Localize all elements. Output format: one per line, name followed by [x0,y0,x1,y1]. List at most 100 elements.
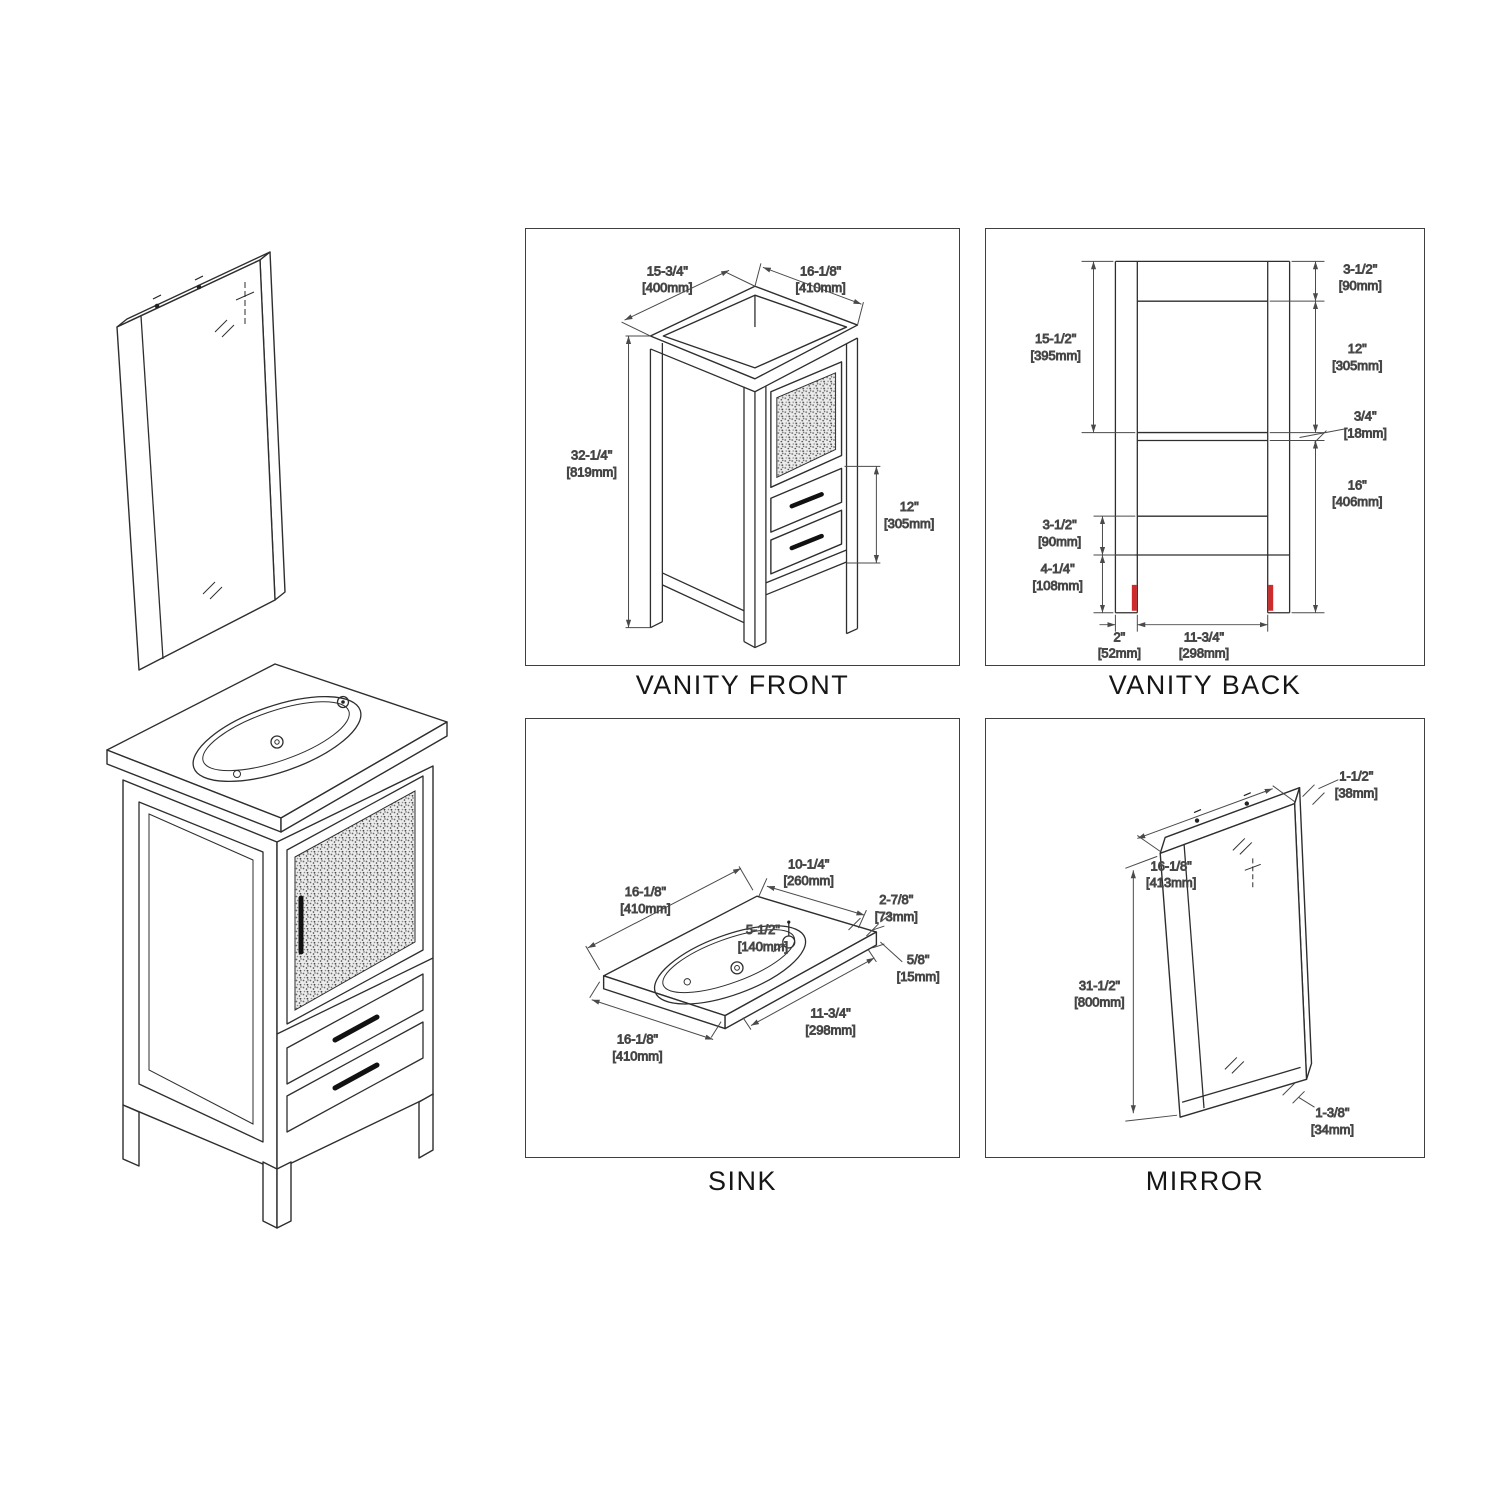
caption-sink: SINK [707,1166,778,1196]
dim-back-bottom-rail: 3-1/2" [90mm] [1038,515,1136,556]
dim-back-top-rail: 3-1/2" [90mm] [1269,261,1382,302]
drawer-handle [332,1014,380,1043]
faucet-pin-top [787,920,791,924]
dim-mirror-width: 16-1/8" [413mm] [1137,785,1295,891]
drain-hole [270,735,284,749]
dim-front-width-right: 16-1/8" [410mm] [754,263,864,326]
dim-back-upper-height: 15-1/2" [395mm] [1030,260,1136,434]
dim-mirror-frame: 1-3/8" [34mm] [1282,1082,1354,1138]
dim-text: 2" [1113,630,1125,645]
dim-back-foot-height: 4-1/4" [108mm] [1032,555,1114,614]
dim-text: [305mm] [884,516,934,531]
dim-sink-faucet-center: 5-1/2" [140mm] [737,922,788,955]
drawer-handle [332,1062,380,1091]
dim-text: [410mm] [795,280,845,295]
dim-sink-depth: 10-1/4" [260mm] [758,856,867,929]
dim-text: [410mm] [612,1048,662,1063]
dim-text: [52mm] [1098,646,1141,661]
vanity-front-panel: 15-3/4" [400mm] 16-1/8" [410mm] 32-1/4" … [525,228,960,666]
dim-text: 16-1/8" [1151,858,1193,873]
vanity-back-drawing: 15-1/2" [395mm] 3-1/2" [90mm] 12" [305mm… [1030,260,1387,661]
dim-text: [34mm] [1311,1122,1354,1137]
vanity-countertop [106,663,448,833]
dim-text: [38mm] [1335,786,1378,801]
overflow-hole [233,770,241,778]
caption-mirror: MIRROR [1145,1166,1265,1196]
dim-text: 16-1/8" [617,1032,659,1047]
dim-text: [819mm] [567,464,617,479]
back-frame [1114,260,1291,614]
dim-front-height: 32-1/4" [819mm] [566,335,651,629]
dim-back-foot-width: 2" [52mm] [1097,614,1141,661]
mirror-body [116,251,286,671]
overflow-hole [683,978,691,986]
dim-back-middle: 12" [305mm] [1269,301,1383,434]
front-door-mosaic [770,361,843,489]
mirror-drawing: 16-1/8" [413mm] 1-1/2" [38mm] 31-1/2" [8… [1074,768,1379,1138]
dim-text: [260mm] [784,873,834,888]
dim-sink-front-width: 16-1/8" [410mm] [589,981,722,1064]
dim-text: 5/8" [907,952,930,967]
dim-text: [406mm] [1332,494,1382,509]
drawer-handle [789,492,824,509]
dim-sink-basin-width: 11-3/4" [298mm] [742,949,877,1038]
dim-sink-thickness: 5/8" [15mm] [872,925,940,984]
dim-text: 31-1/2" [1079,978,1121,993]
sink-basin [192,695,362,783]
dim-text: [90mm] [1038,534,1081,549]
drain-hole-center [734,964,740,971]
dim-text: 3/4" [1354,409,1377,424]
faucet-hole [336,695,350,709]
dim-text: [73mm] [875,909,918,924]
dim-text: 12" [1348,341,1367,356]
vanity-drawers [276,957,434,1133]
caption-vanity-back: VANITY BACK [1108,670,1302,700]
dim-front-width-left: 15-3/4" [400mm] [621,263,756,337]
dim-text: [15mm] [897,969,940,984]
sink-drawing: 16-1/8" [410mm] 10-1/4" [260mm] 2-7/8" [… [585,856,940,1064]
dim-mirror-height: 31-1/2" [800mm] [1074,855,1178,1122]
dim-text: [410mm] [620,901,670,916]
dim-text: 3-1/2" [1043,517,1077,532]
vanity-door-mosaic [286,775,424,1025]
faucet-hole-center [341,700,345,704]
front-drawers [770,467,843,575]
dim-text: [90mm] [1339,278,1382,293]
dim-text: [140mm] [738,939,788,954]
vanity-front-drawing: 15-3/4" [400mm] 16-1/8" [410mm] 32-1/4" … [566,263,935,649]
vanity-back-panel: 15-1/2" [395mm] 3-1/2" [90mm] 12" [305mm… [985,228,1425,666]
dim-text: [298mm] [805,1023,855,1038]
dim-text: 10-1/4" [788,856,830,871]
dim-text: 15-3/4" [647,263,689,278]
dim-back-shelf-thickness: 3/4" [18mm] [1299,408,1387,443]
isometric-vanity-drawing [106,663,448,1229]
dim-text: 3-1/2" [1343,261,1377,276]
dim-text: [108mm] [1033,578,1083,593]
dim-text: 32-1/4" [571,447,613,462]
mirror-mounting-screws [152,275,204,309]
dim-text: 4-1/4" [1041,561,1075,576]
dim-text: 15-1/2" [1035,331,1077,346]
dim-text: 1-3/8" [1315,1105,1349,1120]
dim-text: [298mm] [1179,646,1229,661]
mirror-reflection-marks [202,282,255,600]
dim-text: [18mm] [1344,426,1387,441]
cabinet-frame [649,285,859,649]
mirror-panel: 16-1/8" [413mm] 1-1/2" [38mm] 31-1/2" [8… [985,718,1425,1158]
dim-text: [305mm] [1332,358,1382,373]
dim-text: [400mm] [642,280,692,295]
mirror-body [1159,786,1313,1118]
dim-text: 12" [900,499,919,514]
caption-vanity-front: VANITY FRONT [635,670,850,700]
dim-text: 5-1/2" [746,922,780,937]
dim-back-span: 11-3/4" [298mm] [1137,614,1269,661]
dim-sink-faucet-offset: 2-7/8" [73mm] [848,892,918,937]
sink-panel: 16-1/8" [410mm] 10-1/4" [260mm] 2-7/8" [… [525,718,960,1158]
faucet-hole [782,935,796,949]
dim-back-lower: 16" [406mm] [1269,440,1383,614]
leveling-feet-markers [1131,584,1274,611]
dim-text: 11-3/4" [810,1006,851,1021]
drawer-handle [789,533,824,551]
dim-front-drawer-height: 12" [305mm] [844,465,935,564]
